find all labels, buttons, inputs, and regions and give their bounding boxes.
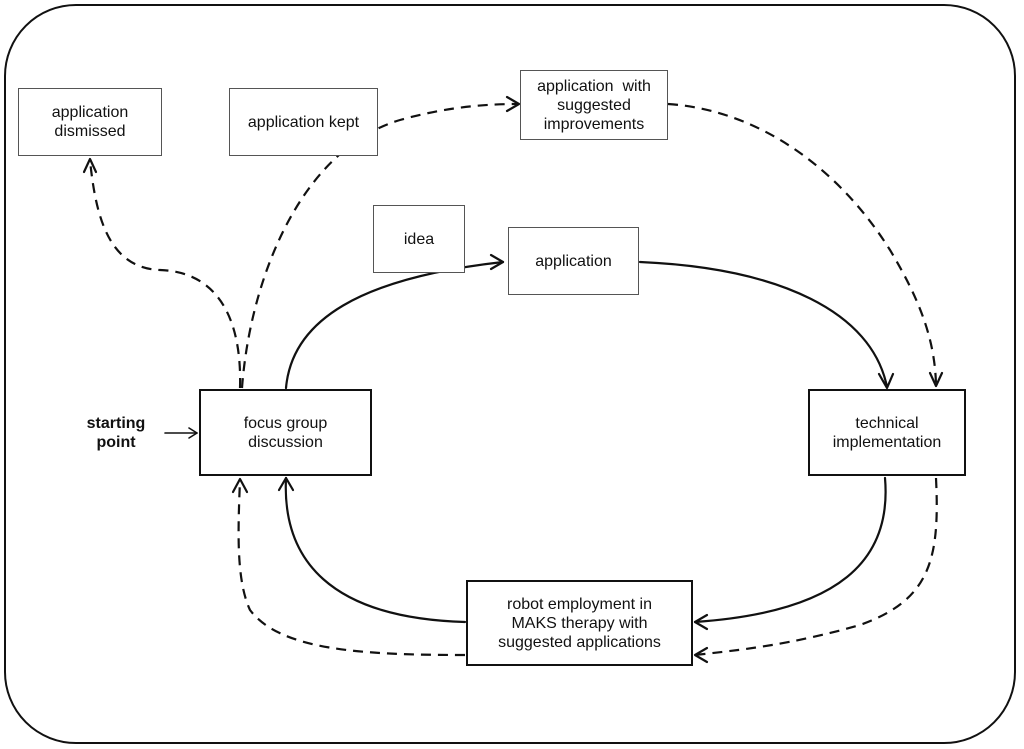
arrow-focus-to-application bbox=[284, 260, 505, 390]
node-focus-group-label: focus group discussion bbox=[243, 414, 328, 451]
node-application-kept-label: application kept bbox=[247, 113, 360, 131]
starting-point-label: starting point bbox=[86, 415, 146, 451]
node-robot-employment-label: robot employment in MAKS therapy with su… bbox=[498, 595, 661, 651]
node-focus-group: focus group discussion bbox=[199, 389, 372, 476]
node-application-kept: application kept bbox=[229, 88, 378, 156]
arrowhead-robot-dashed bbox=[693, 646, 709, 664]
node-application-dismissed: application dismissed bbox=[18, 88, 162, 156]
arrowhead-focus-bottom bbox=[277, 476, 295, 492]
outer-frame bbox=[4, 4, 1016, 744]
node-application-improvements: application with suggested improvements bbox=[520, 70, 668, 140]
node-application-label: application bbox=[535, 252, 612, 270]
arrowhead-application bbox=[489, 253, 505, 271]
node-technical-implementation-label: technical implementation bbox=[832, 414, 942, 451]
node-idea: idea bbox=[373, 205, 465, 273]
dashed-improvements-to-implementation bbox=[667, 102, 938, 386]
arrow-implementation-to-robot bbox=[693, 476, 887, 624]
node-application-dismissed-label: application dismissed bbox=[51, 104, 129, 140]
node-application: application bbox=[508, 227, 639, 295]
arrowhead-robot bbox=[693, 613, 709, 631]
dashed-focus-to-dismissed bbox=[88, 159, 242, 389]
node-application-improvements-label: application with suggested improvements bbox=[537, 77, 651, 133]
arrowhead-implementation-dashed bbox=[928, 371, 944, 388]
arrowhead-dismissed bbox=[82, 157, 98, 174]
node-technical-implementation: technical implementation bbox=[808, 389, 966, 476]
arrow-robot-to-focus bbox=[284, 476, 467, 624]
node-robot-employment: robot employment in MAKS therapy with su… bbox=[466, 580, 693, 666]
arrowhead-focus-dashed bbox=[231, 477, 249, 494]
arrow-application-to-implementation bbox=[638, 260, 889, 389]
node-idea-label: idea bbox=[403, 230, 435, 248]
arrowhead-improvements bbox=[505, 95, 521, 113]
dashed-implementation-to-robot bbox=[694, 477, 938, 657]
dashed-robot-to-focus bbox=[237, 479, 466, 657]
arrowhead-start bbox=[188, 427, 198, 439]
arrowhead-implementation bbox=[877, 372, 895, 390]
